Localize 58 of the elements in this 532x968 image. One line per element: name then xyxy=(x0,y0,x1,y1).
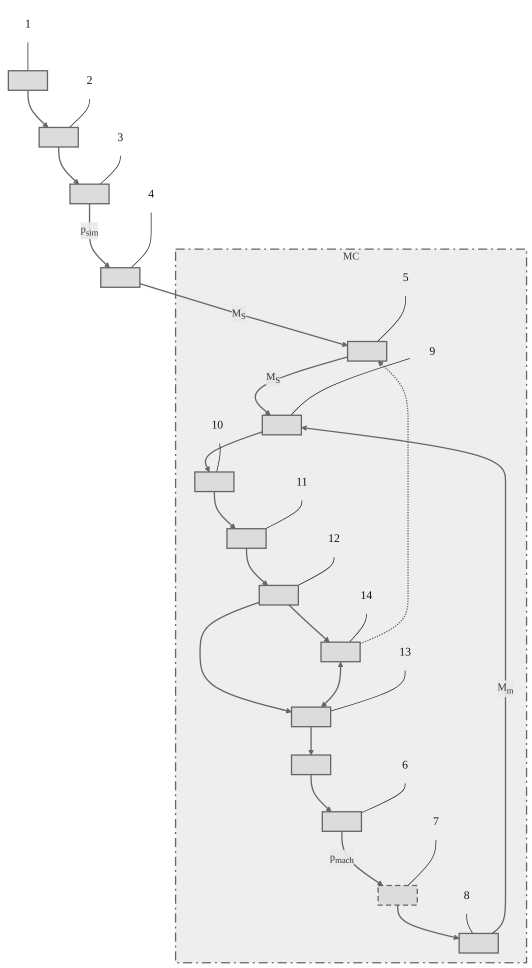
arrow xyxy=(214,492,236,529)
leader-line xyxy=(377,296,406,342)
arrow xyxy=(27,90,48,128)
arrow xyxy=(288,604,330,642)
arrow xyxy=(397,905,460,940)
block-box xyxy=(458,932,499,954)
callout-number: 5 xyxy=(402,270,409,284)
arrow xyxy=(310,774,332,812)
callout-number: 11 xyxy=(296,474,308,488)
block-box xyxy=(262,414,302,436)
arrow xyxy=(308,726,314,756)
leader-line xyxy=(265,500,302,530)
leader-line xyxy=(100,155,121,184)
block-box xyxy=(320,642,361,662)
block-box xyxy=(346,340,388,362)
callout-number: 13 xyxy=(399,645,411,658)
block-box xyxy=(100,267,141,288)
block-box xyxy=(69,184,110,204)
arrow xyxy=(88,204,110,268)
callout-number: 2 xyxy=(86,74,92,87)
arrow xyxy=(204,431,262,472)
arrow xyxy=(321,662,344,708)
block-box xyxy=(378,884,418,906)
block-box xyxy=(8,70,48,91)
block-box xyxy=(258,584,300,606)
callout-number: 12 xyxy=(328,532,340,545)
callout-number: 7 xyxy=(432,814,439,828)
leader-line xyxy=(361,783,406,814)
arrow xyxy=(246,548,268,586)
arrow xyxy=(58,147,80,184)
callout-number: 6 xyxy=(402,758,408,771)
leader-line xyxy=(408,840,436,886)
callout-number: 4 xyxy=(148,187,154,200)
leader-line xyxy=(216,443,221,472)
callout-number: 8 xyxy=(464,888,470,902)
callout-number: 14 xyxy=(360,588,372,602)
callout-number: 9 xyxy=(429,344,436,358)
block-box xyxy=(226,528,267,549)
leader-line xyxy=(466,914,474,934)
arrow xyxy=(199,602,292,714)
block-box xyxy=(290,754,332,776)
arrow xyxy=(360,360,409,644)
block-box xyxy=(194,471,235,492)
block-box xyxy=(322,811,362,832)
leader-line xyxy=(130,212,152,268)
arrow xyxy=(301,425,506,934)
callout-number: 3 xyxy=(117,130,124,144)
arrow xyxy=(140,282,348,347)
leader-line xyxy=(330,670,406,712)
callout-number: 1 xyxy=(25,16,31,30)
leader-line xyxy=(290,358,410,416)
block-box xyxy=(290,706,332,728)
callout-number: 10 xyxy=(211,418,224,432)
leader-line xyxy=(349,613,367,642)
leader-line xyxy=(69,98,90,128)
block-box xyxy=(38,126,79,148)
arrow xyxy=(254,356,348,416)
leader-line xyxy=(298,556,334,586)
